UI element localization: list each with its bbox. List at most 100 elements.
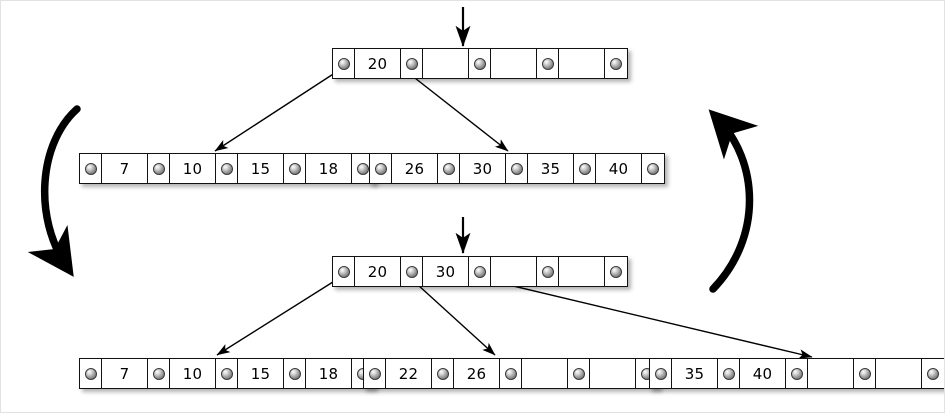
pointer-cell[interactable] — [500, 359, 522, 388]
pointer-cell[interactable] — [537, 49, 559, 78]
transition-arrow-right — [708, 109, 759, 293]
leaf-node-before-left[interactable]: 7 10 15 18 — [79, 153, 375, 184]
key-cell[interactable]: 20 — [355, 49, 401, 78]
key-cell[interactable]: 15 — [238, 154, 284, 183]
key-cell[interactable]: 30 — [423, 257, 469, 286]
pointer-cell[interactable] — [401, 49, 423, 78]
pointer-dot-icon — [288, 162, 301, 175]
key-cell[interactable] — [559, 257, 605, 286]
pointer-cell[interactable] — [469, 49, 491, 78]
key-cell[interactable]: 35 — [528, 154, 574, 183]
pointer-cell[interactable] — [506, 154, 528, 183]
leaf-node-after-right[interactable]: 35 40 — [649, 358, 944, 389]
leaf-node-before-right[interactable]: 26 30 35 40 — [369, 153, 665, 184]
pointer-cell[interactable] — [284, 154, 306, 183]
pointer-dot-icon — [152, 367, 165, 380]
pointer-dot-icon — [442, 162, 455, 175]
child-link-after-2 — [406, 274, 496, 356]
key-cell[interactable]: 30 — [460, 154, 506, 183]
pointer-cell[interactable] — [605, 257, 627, 286]
pointer-dot-icon — [220, 162, 233, 175]
pointer-cell[interactable] — [432, 359, 454, 388]
key-cell[interactable]: 18 — [306, 359, 352, 388]
child-link-before-2 — [405, 70, 509, 152]
pointer-dot-icon — [610, 57, 622, 70]
pointer-dot-icon — [337, 265, 350, 278]
pointer-cell[interactable] — [854, 359, 876, 388]
pointer-cell[interactable] — [922, 359, 944, 388]
child-link-after-1 — [216, 274, 345, 356]
pointer-cell[interactable] — [216, 154, 238, 183]
key-cell[interactable]: 26 — [392, 154, 438, 183]
pointer-dot-icon — [405, 57, 418, 70]
key-cell[interactable]: 10 — [170, 359, 216, 388]
transition-arrow-left — [27, 105, 81, 277]
pointer-cell[interactable] — [718, 359, 740, 388]
pointer-cell[interactable] — [333, 257, 355, 286]
pointer-cell[interactable] — [605, 49, 627, 78]
pointer-cell[interactable] — [642, 154, 664, 183]
pointer-cell[interactable] — [650, 359, 672, 388]
pointer-cell[interactable] — [216, 359, 238, 388]
pointer-cell[interactable] — [80, 359, 102, 388]
pointer-cell[interactable] — [786, 359, 808, 388]
key-cell[interactable] — [876, 359, 922, 388]
pointer-dot-icon — [436, 367, 449, 380]
pointer-cell[interactable] — [284, 359, 306, 388]
pointer-cell[interactable] — [401, 257, 423, 286]
pointer-dot-icon — [510, 162, 523, 175]
pointer-dot-icon — [288, 367, 301, 380]
root-node-after[interactable]: 20 30 — [332, 256, 628, 287]
key-cell[interactable] — [559, 49, 605, 78]
pointer-cell[interactable] — [469, 257, 491, 286]
pointer-dot-icon — [610, 265, 622, 278]
pointer-cell[interactable] — [80, 154, 102, 183]
pointer-cell[interactable] — [574, 154, 596, 183]
pointer-cell[interactable] — [364, 359, 386, 388]
key-cell[interactable] — [423, 49, 469, 78]
pointer-dot-icon — [84, 162, 97, 175]
pointer-cell[interactable] — [352, 154, 374, 183]
pointer-dot-icon — [541, 265, 554, 278]
key-cell[interactable]: 26 — [454, 359, 500, 388]
key-cell[interactable] — [491, 49, 537, 78]
pointer-dot-icon — [578, 162, 591, 175]
key-cell[interactable]: 40 — [596, 154, 642, 183]
pointer-cell[interactable] — [333, 49, 355, 78]
key-cell[interactable] — [491, 257, 537, 286]
pointer-cell[interactable] — [537, 257, 559, 286]
pointer-dot-icon — [654, 367, 667, 380]
key-cell[interactable] — [522, 359, 568, 388]
key-cell[interactable]: 15 — [238, 359, 284, 388]
key-cell[interactable]: 35 — [672, 359, 718, 388]
leaf-node-after-middle[interactable]: 22 26 — [363, 358, 659, 389]
pointer-cell[interactable] — [568, 359, 590, 388]
pointer-cell[interactable] — [370, 154, 392, 183]
pointer-dot-icon — [790, 367, 803, 380]
pointer-dot-icon — [473, 265, 486, 278]
pointer-cell[interactable] — [438, 154, 460, 183]
pointer-dot-icon — [337, 57, 350, 70]
key-cell[interactable]: 7 — [102, 154, 148, 183]
leaf-node-after-left[interactable]: 7 10 15 18 — [79, 358, 375, 389]
pointer-dot-icon — [220, 367, 233, 380]
key-cell[interactable]: 20 — [355, 257, 401, 286]
pointer-dot-icon — [368, 367, 381, 380]
key-cell[interactable]: 40 — [740, 359, 786, 388]
key-cell[interactable]: 18 — [306, 154, 352, 183]
pointer-cell[interactable] — [148, 359, 170, 388]
child-link-before-1 — [214, 66, 345, 152]
key-cell[interactable]: 7 — [102, 359, 148, 388]
key-cell[interactable]: 10 — [170, 154, 216, 183]
pointer-dot-icon — [541, 57, 554, 70]
root-node-before[interactable]: 20 — [332, 48, 628, 79]
pointer-dot-icon — [504, 367, 517, 380]
key-cell[interactable]: 22 — [386, 359, 432, 388]
key-cell[interactable] — [590, 359, 636, 388]
pointer-dot-icon — [722, 367, 735, 380]
pointer-dot-icon — [405, 265, 418, 278]
key-cell[interactable] — [808, 359, 854, 388]
pointer-dot-icon — [572, 367, 585, 380]
pointer-cell[interactable] — [148, 154, 170, 183]
